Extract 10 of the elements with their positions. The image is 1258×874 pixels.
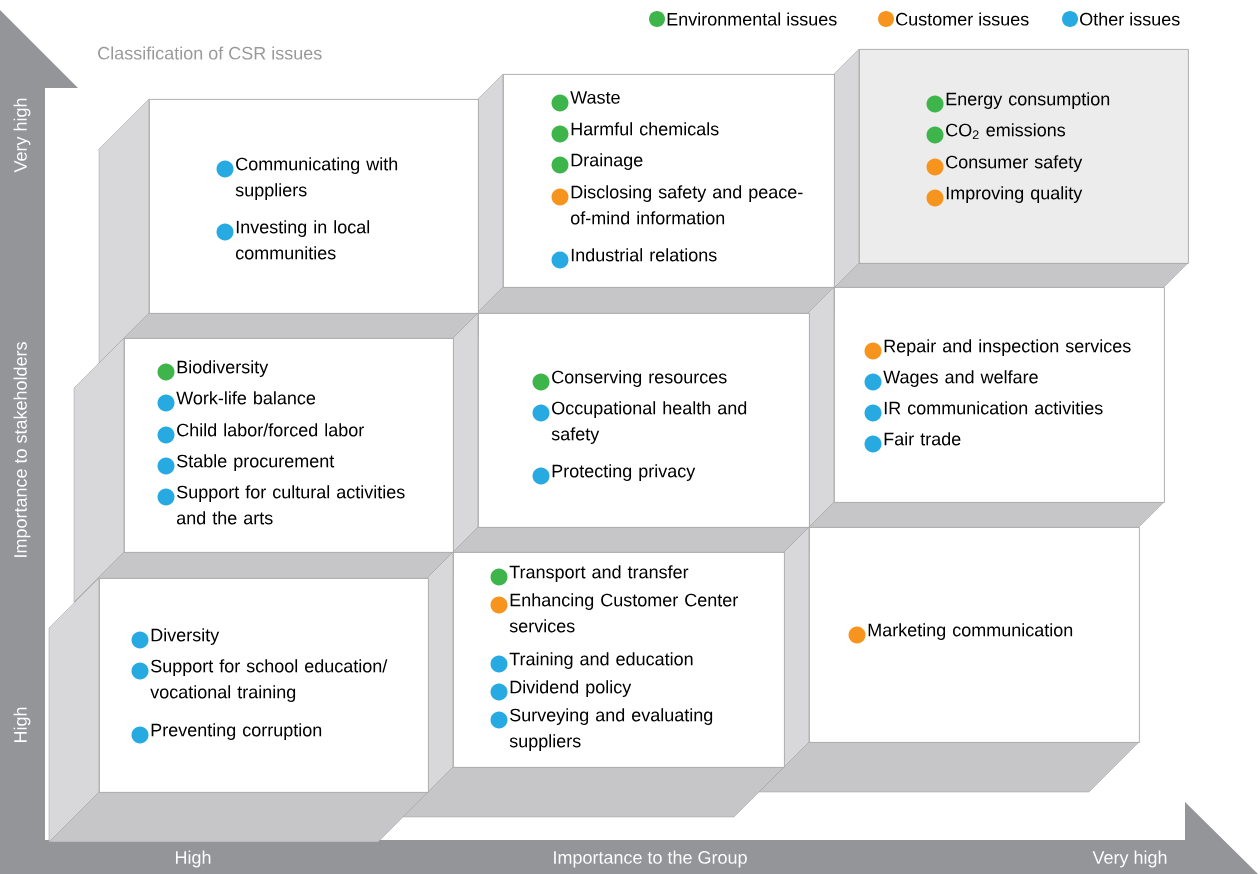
axis-label: High [175,850,211,868]
legend-text: Customer issues [896,12,1029,26]
axis-label: Very high [13,98,31,173]
chart-title: Classification of CSR issues [98,46,322,60]
axis-label: High [13,707,31,743]
axis-label: Importance to stakeholders [13,342,31,557]
legend-text: Other issues [1080,12,1180,26]
legend-text: Environmental issues [667,12,837,26]
axis-label: Very high [1092,850,1167,868]
axis-label: Importance to the Group [554,850,747,868]
